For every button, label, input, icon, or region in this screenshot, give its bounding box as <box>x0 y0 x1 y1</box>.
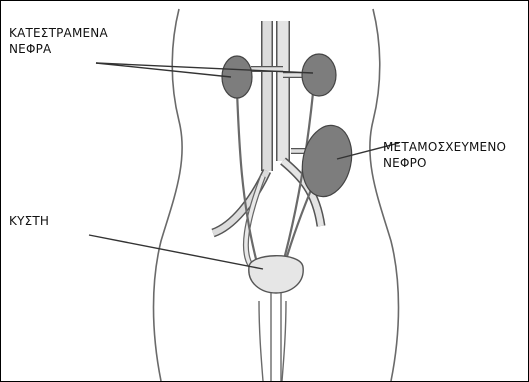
label-damaged-kidneys-line1: ΚΑΤΕΣΤΡΑΜΕΝΑ <box>9 25 108 41</box>
label-bladder: ΚΥΣΤΗ <box>9 213 49 229</box>
label-damaged-kidneys-line2: ΝΕΦΡΑ <box>9 41 108 57</box>
leader-damaged-left <box>96 63 231 77</box>
native-kidney-right <box>302 54 336 96</box>
label-transplanted-kidney-line2: ΝΕΦΡΟ <box>383 155 506 171</box>
leg-left-outline <box>259 301 263 381</box>
great-vessels <box>213 21 321 266</box>
leg-right-outline <box>282 301 286 381</box>
body-outline-right <box>370 9 399 381</box>
bladder-shape <box>249 256 303 293</box>
body-outline-left <box>154 9 183 381</box>
leader-bladder <box>89 235 263 269</box>
label-bladder-line1: ΚΥΣΤΗ <box>9 213 49 229</box>
label-transplanted-kidney: ΜΕΤΑΜΟΣΧΕΥΜΕΝΟ ΝΕΦΡΟ <box>383 139 506 171</box>
label-transplanted-kidney-line1: ΜΕΤΑΜΟΣΧΕΥΜΕΝΟ <box>383 139 506 155</box>
label-damaged-kidneys: ΚΑΤΕΣΤΡΑΜΕΝΑ ΝΕΦΡΑ <box>9 25 108 57</box>
urethra <box>271 293 281 381</box>
